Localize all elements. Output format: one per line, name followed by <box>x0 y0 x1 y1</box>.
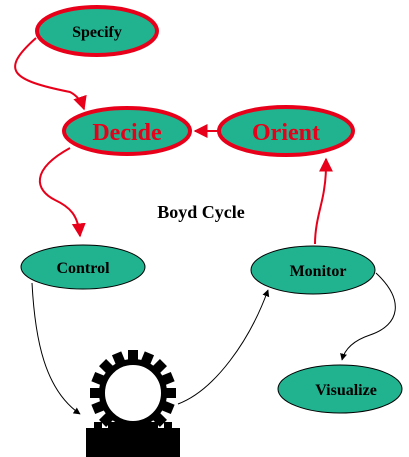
diagram-title: Boyd Cycle <box>157 202 245 222</box>
arrow-specify-to-decide <box>14 37 87 111</box>
node-visualize: Visualize <box>277 364 403 414</box>
conveyor-base <box>86 422 180 457</box>
gear-tooth <box>90 388 100 398</box>
node-orient: Orient <box>217 105 355 157</box>
node-orient-label: Orient <box>252 120 320 146</box>
arrow-monitor-to-orient <box>314 157 333 245</box>
arrow-decide-to-control <box>39 147 86 238</box>
gear-on-conveyor-icon <box>86 350 180 457</box>
arrow-control-to-machine <box>31 282 81 415</box>
arrow-machine-to-monitor <box>177 289 270 405</box>
arrow-monitor-to-visualize <box>340 272 396 361</box>
node-decide: Decide <box>62 106 192 156</box>
node-control: Control <box>20 244 146 290</box>
node-visualize-label: Visualize <box>315 382 377 399</box>
gear-tooth <box>128 350 138 360</box>
node-monitor-label: Monitor <box>290 263 347 280</box>
node-decide-label: Decide <box>92 120 162 146</box>
node-monitor: Monitor <box>250 245 376 295</box>
node-control-label: Control <box>56 260 110 277</box>
gear-ring <box>99 359 167 427</box>
node-specify-label: Specify <box>72 24 122 41</box>
node-specify: Specify <box>35 5 159 57</box>
gear-tooth <box>166 388 176 398</box>
